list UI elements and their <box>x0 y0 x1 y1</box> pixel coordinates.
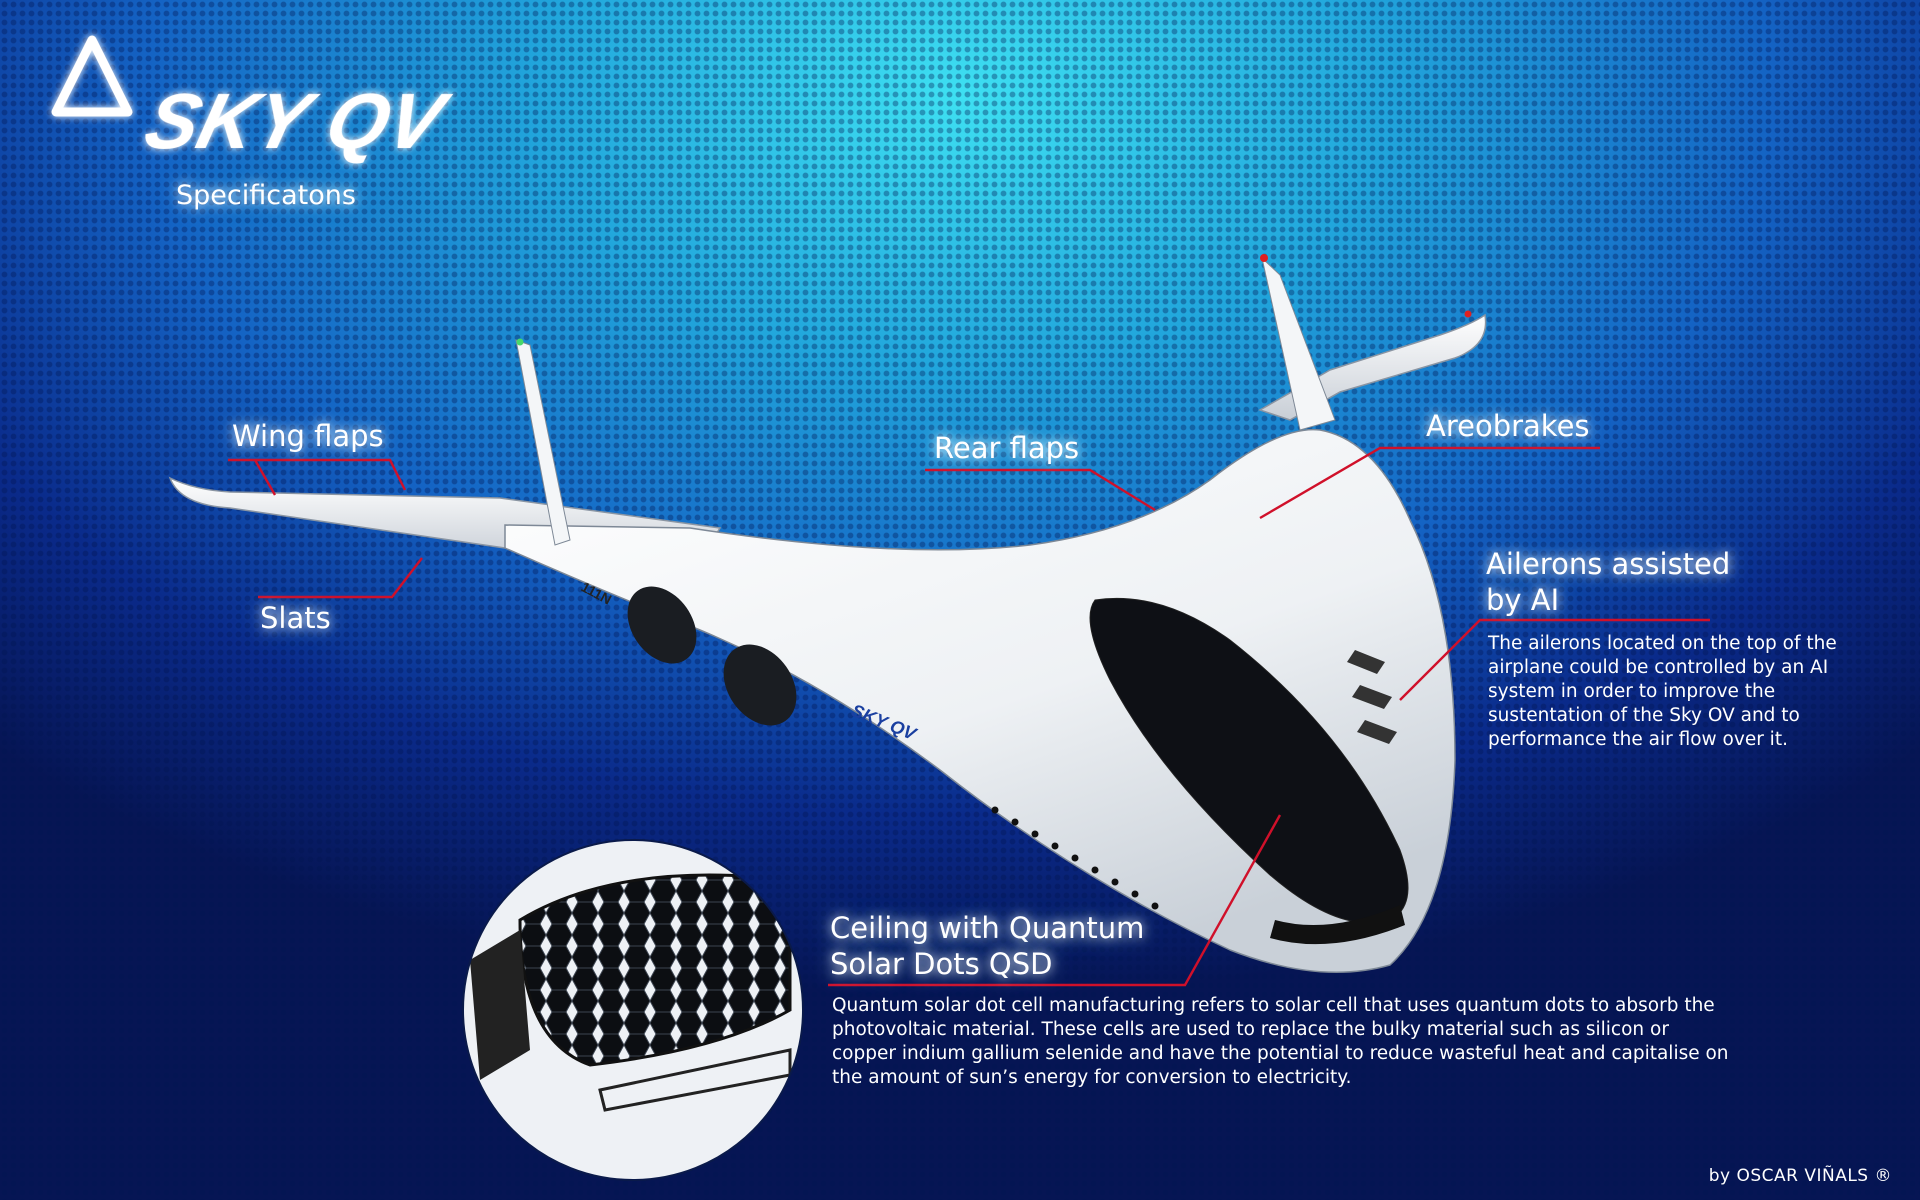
leader-wing-flaps <box>228 458 407 496</box>
label-slats: Slats <box>260 601 331 635</box>
right-fin-light <box>1260 254 1268 262</box>
leader-ceiling <box>828 814 1282 987</box>
ceiling-description: Quantum solar dot cell manufacturing ref… <box>832 995 1729 1088</box>
aircraft-body <box>504 428 1456 973</box>
right-wingtip-light <box>1464 310 1472 318</box>
leader-ailerons <box>1399 618 1710 701</box>
leader-rear-flaps <box>925 468 1156 512</box>
cabin-windows <box>991 806 1159 910</box>
ailerons <box>1347 650 1397 744</box>
label-ailerons-line2: by AI <box>1486 583 1560 617</box>
label-rear-flaps: Rear flaps <box>934 431 1080 465</box>
left-wingtip-light <box>516 338 524 346</box>
label-ceiling-line2: Solar Dots QSD <box>830 947 1053 981</box>
cockpit-windows <box>1270 905 1405 945</box>
label-ailerons: Ailerons assisted by AI <box>1486 546 1730 618</box>
label-areobrakes: Areobrakes <box>1426 409 1590 443</box>
right-fin <box>1261 256 1336 431</box>
triangle-logo-icon <box>51 35 133 117</box>
page-subtitle: Specificatons <box>176 180 356 211</box>
engine-2 <box>723 644 797 726</box>
label-ceiling-line1: Ceiling with Quantum <box>830 911 1145 945</box>
label-ceiling: Ceiling with Quantum Solar Dots QSD <box>830 910 1144 982</box>
leader-slats <box>258 557 423 599</box>
ailerons-description: The ailerons located on the top of the a… <box>1488 633 1837 750</box>
author-credit: by OSCAR VIÑALS ® <box>1708 1166 1892 1186</box>
label-ailerons-line1: Ailerons assisted <box>1486 547 1731 581</box>
label-wing-flaps: Wing flaps <box>232 419 384 453</box>
left-fin <box>515 339 571 546</box>
logo-wordmark: SKY QV <box>137 77 458 165</box>
engine-1 <box>627 586 697 664</box>
leader-areobrakes <box>1259 446 1600 520</box>
